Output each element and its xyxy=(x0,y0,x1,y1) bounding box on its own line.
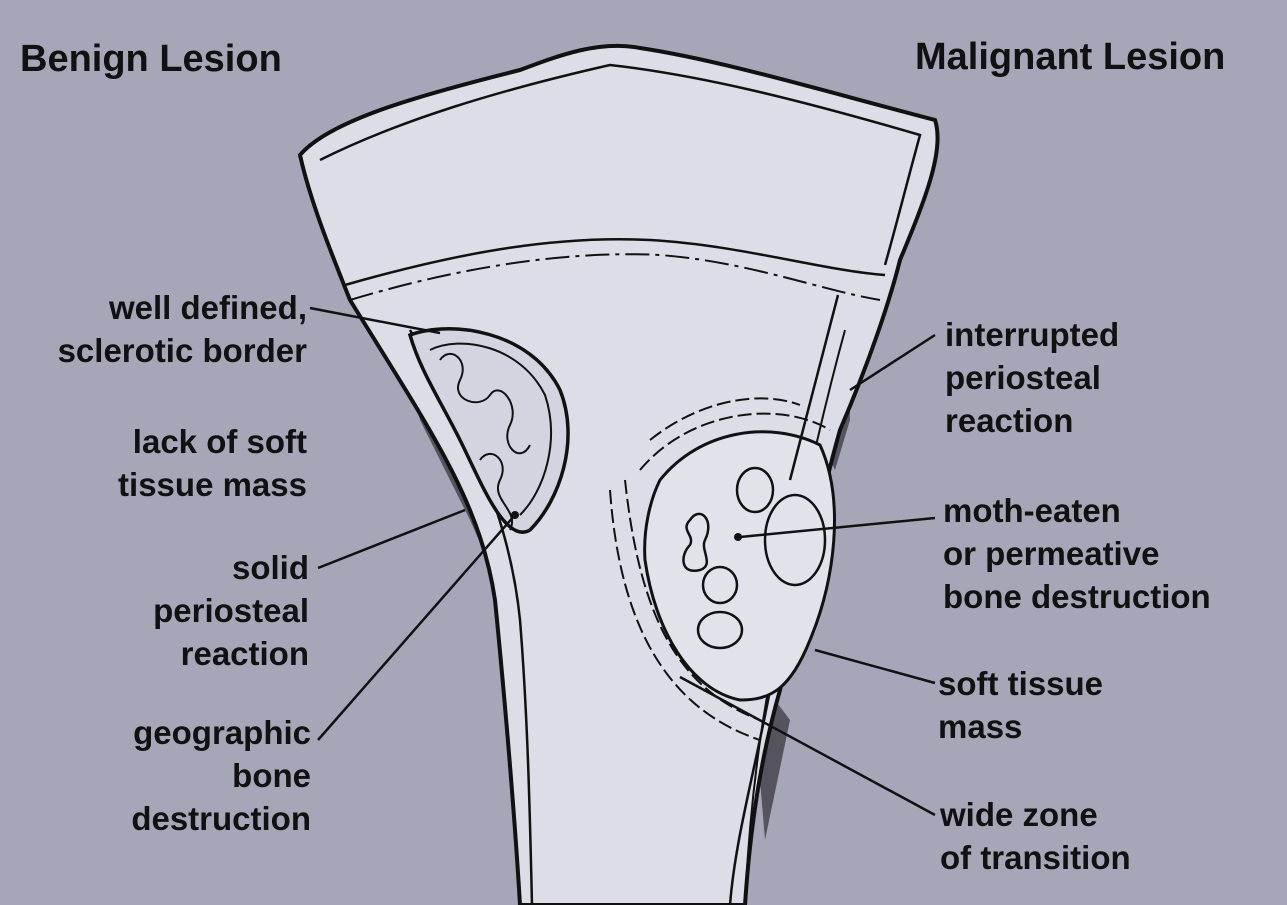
bone-outline xyxy=(297,43,940,905)
label-interrupted-periosteal-reaction: interrupted periosteal reaction xyxy=(945,316,1120,439)
growth-plate-line xyxy=(344,237,886,287)
benign-lesion-squiggle xyxy=(439,353,531,531)
benign-lesion-inner xyxy=(429,342,552,516)
pointer-dot xyxy=(511,511,519,519)
label-no-soft-tissue-mass: lack of soft tissue mass xyxy=(118,423,307,503)
growth-plate-line-dashed xyxy=(349,253,881,301)
pointer-dot xyxy=(734,533,742,541)
benign-lesion-title: Benign Lesion xyxy=(20,38,282,80)
label-geographic-destruction: geographic bone destruction xyxy=(131,714,311,837)
malignant-lesion-title: Malignant Lesion xyxy=(915,36,1226,78)
epiphysis-rim xyxy=(319,63,922,266)
label-moth-eaten-destruction: moth-eaten or permeative bone destructio… xyxy=(943,492,1211,615)
malignant-periosteal-shadow-lower xyxy=(760,700,790,840)
label-wide-zone-transition: wide zone of transition xyxy=(940,796,1131,876)
permeative-rings xyxy=(609,397,831,741)
malignant-lesion xyxy=(643,430,836,702)
label-sclerotic-border: well defined, sclerotic border xyxy=(57,289,307,369)
label-soft-tissue-mass: soft tissue mass xyxy=(938,665,1104,745)
moth-eaten-holes xyxy=(682,466,827,650)
label-solid-periosteal-reaction: solid periosteal reaction xyxy=(153,549,309,672)
benign-lesion xyxy=(407,327,570,534)
cortex-right-inner xyxy=(728,689,772,905)
leader-lines xyxy=(309,294,936,817)
